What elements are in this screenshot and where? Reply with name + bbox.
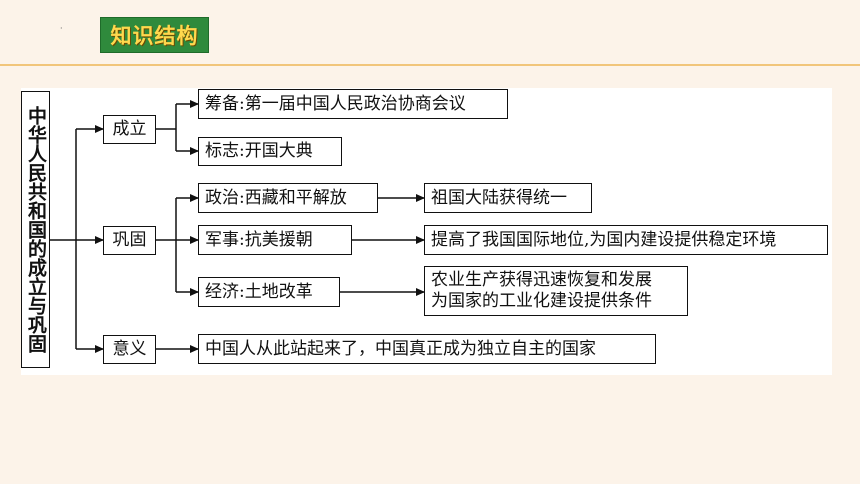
root-label: 中华人民共和国的成立与巩固 [25, 106, 47, 353]
result-agriculture-line2: 为国家的工业化建设提供条件 [431, 291, 652, 311]
node-economy: 经济:土地改革 [198, 277, 340, 307]
node-significance: 意义 [103, 335, 156, 364]
node-symbol: 标志:开国大典 [198, 137, 342, 166]
result-unification: 祖国大陆获得统一 [424, 183, 592, 213]
node-politics: 政治:西藏和平解放 [198, 183, 378, 213]
node-establish: 成立 [103, 115, 156, 144]
result-agriculture-line1: 农业生产获得迅速恢复和发展 [431, 269, 652, 290]
node-significance-text: 中国人从此站起来了，中国真正成为独立自主的国家 [198, 334, 656, 364]
node-consolidate: 巩固 [103, 226, 156, 255]
result-international-status: 提高了我国国际地位,为国内建设提供稳定环境 [424, 225, 828, 255]
node-military: 军事:抗美援朝 [198, 225, 352, 255]
result-agriculture: 农业生产获得迅速恢复和发展 为国家的工业化建设提供条件 [424, 266, 688, 316]
root-node: 中华人民共和国的成立与巩固 [21, 91, 50, 368]
decorative-dot: · [60, 24, 63, 33]
node-preparation: 筹备:第一届中国人民政治协商会议 [198, 89, 508, 119]
header-divider [0, 64, 860, 66]
page-title: 知识结构 [100, 17, 209, 53]
